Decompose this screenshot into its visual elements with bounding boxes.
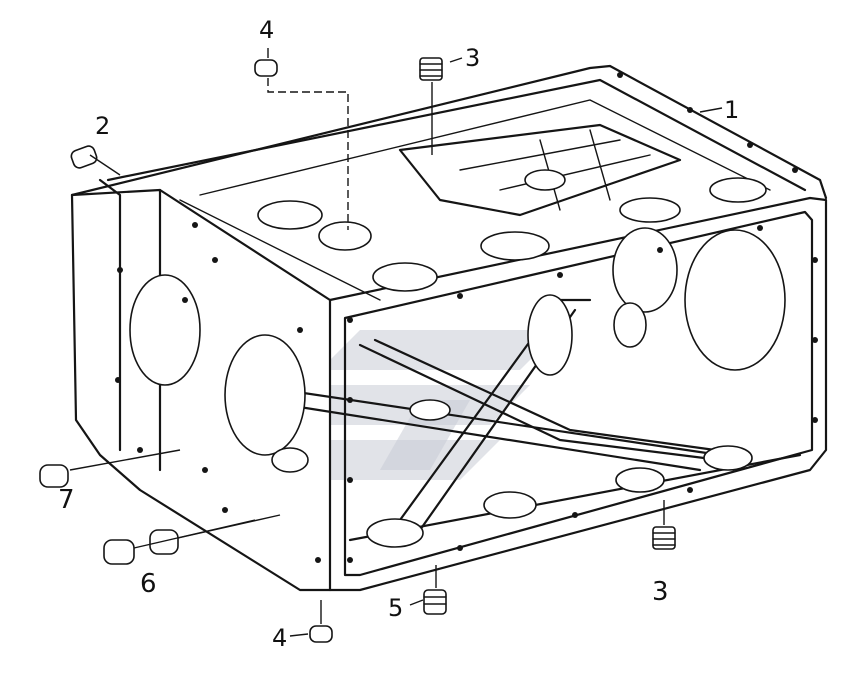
part-7-plug <box>39 464 69 488</box>
part-6-plugs <box>103 529 179 565</box>
part-4-top-plug <box>254 59 278 77</box>
callout-6: 6 <box>140 569 157 599</box>
callout-3-bottom: 3 <box>652 577 669 607</box>
callout-1: 1 <box>724 96 739 124</box>
gearbox-housing <box>70 64 828 592</box>
callout-2: 2 <box>95 112 110 140</box>
part-3-bottom-plug <box>652 526 676 550</box>
part-3-top-plug <box>419 57 443 81</box>
leader-lines <box>69 48 723 637</box>
callout-4-top: 4 <box>259 16 274 44</box>
callout-7: 7 <box>58 485 75 515</box>
part-2-plug <box>70 145 98 169</box>
callout-3-top: 3 <box>465 44 480 72</box>
part-5-plug <box>423 589 447 615</box>
callout-4-bottom: 4 <box>272 624 287 652</box>
part-4-bottom-plug <box>309 625 333 643</box>
callout-5: 5 <box>388 594 403 622</box>
